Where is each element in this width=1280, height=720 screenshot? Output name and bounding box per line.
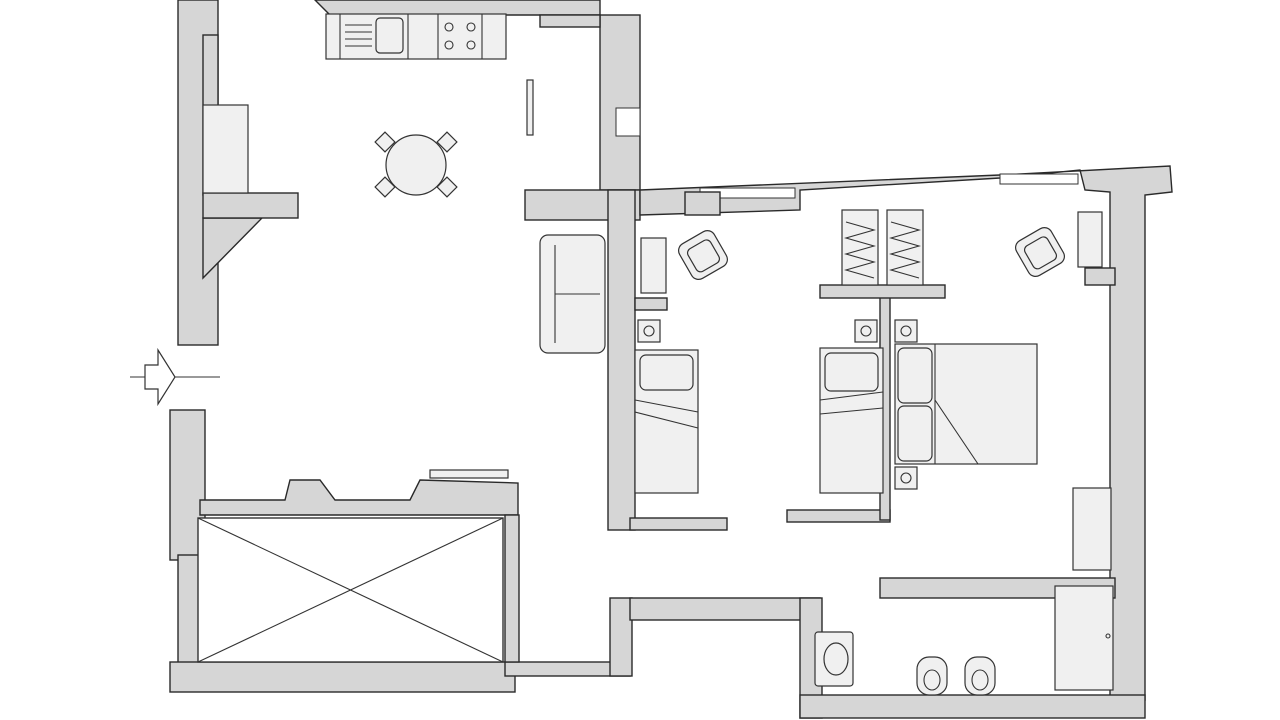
sliding-door <box>526 79 534 136</box>
wall-bathroom-top <box>629 597 821 621</box>
armchair <box>1015 227 1065 277</box>
double-bed <box>894 343 1038 465</box>
wall-room1-stub <box>634 297 668 311</box>
wall-wardrobe-base <box>819 284 946 299</box>
nightstand <box>894 319 918 343</box>
stove-icon <box>444 22 476 50</box>
single-bed <box>634 349 699 494</box>
wall-closet-top <box>539 14 601 28</box>
wall-stub-right <box>1084 267 1116 286</box>
toilet-icon <box>916 656 948 696</box>
kitchen-counter <box>325 13 507 60</box>
sink-icon <box>375 17 404 54</box>
radiator <box>429 469 509 479</box>
wall-divider <box>607 189 636 531</box>
wall-partition-stub <box>202 192 299 219</box>
wall-terrace-right <box>504 514 520 663</box>
armchair <box>678 230 728 280</box>
sofa <box>539 234 606 354</box>
wall-pillar <box>684 191 721 216</box>
terrace <box>197 517 504 663</box>
window <box>999 173 1079 185</box>
wall-room2-bottom <box>786 509 891 523</box>
window <box>615 107 641 137</box>
wall-bottom-jog <box>609 597 633 677</box>
wall-kitchen-right <box>599 14 641 191</box>
bidet-icon <box>964 656 996 696</box>
wall-wedge <box>202 217 264 280</box>
sink-icon <box>814 631 854 687</box>
wall-room1-bottom <box>629 517 728 531</box>
cabinet <box>202 104 249 194</box>
wall-kitchen-top <box>314 0 601 16</box>
nightstand <box>894 466 918 490</box>
entrance-arrow-icon <box>130 347 220 407</box>
wardrobe <box>841 209 924 286</box>
dresser <box>640 237 667 294</box>
wall-terrace-top <box>199 479 519 516</box>
desk <box>1072 487 1112 571</box>
dining-table <box>374 131 458 198</box>
single-bed <box>819 347 884 494</box>
dresser <box>1077 211 1103 268</box>
nightstand <box>854 319 878 343</box>
nightstand <box>637 319 661 343</box>
wall-bottom-left <box>169 661 516 693</box>
wall-bathroom-bottom <box>799 694 1146 719</box>
wall-bedrooms-top <box>639 165 1173 701</box>
shower <box>1054 585 1114 691</box>
